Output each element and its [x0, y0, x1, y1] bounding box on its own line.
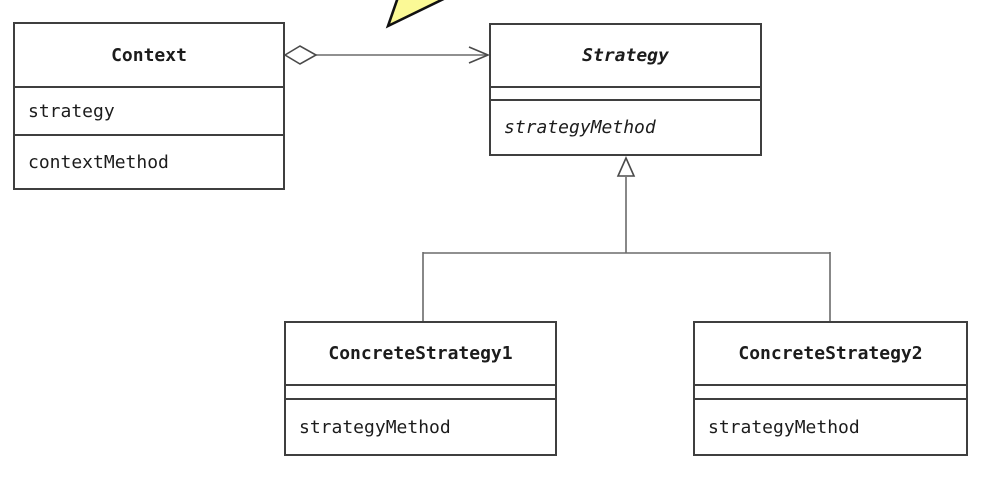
class-box-concrete-strategy-2: ConcreteStrategy2 strategyMethod [693, 321, 968, 456]
aggregation-diamond-icon [283, 45, 318, 65]
methods-compartment: contextMethod [15, 134, 283, 188]
method-label: strategyMethod [708, 416, 860, 438]
methods-compartment: strategyMethod [491, 99, 760, 154]
attributes-compartment-empty [491, 86, 760, 99]
class-name-strategy: Strategy [582, 45, 669, 66]
method-label: strategyMethod [299, 416, 451, 438]
generalization-connector [422, 156, 831, 321]
yellow-callout-pointer-icon [385, 0, 445, 29]
method-label: strategyMethod [504, 117, 656, 138]
open-arrowhead-icon [468, 46, 491, 64]
attributes-compartment-empty [286, 384, 555, 398]
class-name-context: Context [111, 44, 187, 66]
class-box-strategy: Strategy strategyMethod [489, 23, 762, 156]
class-box-context: Context strategy contextMethod [13, 22, 285, 190]
attributes-compartment: strategy [15, 86, 283, 134]
class-name-concrete-strategy-2: ConcreteStrategy2 [738, 343, 923, 364]
attributes-compartment-empty [695, 384, 966, 398]
methods-compartment: strategyMethod [695, 398, 966, 454]
attribute-label: strategy [28, 100, 115, 122]
aggregation-connector [283, 45, 491, 65]
method-label: contextMethod [28, 151, 169, 173]
methods-compartment: strategyMethod [286, 398, 555, 454]
inheritance-triangle-icon [616, 156, 636, 177]
class-box-concrete-strategy-1: ConcreteStrategy1 strategyMethod [284, 321, 557, 456]
class-name-concrete-strategy-1: ConcreteStrategy1 [328, 343, 513, 364]
